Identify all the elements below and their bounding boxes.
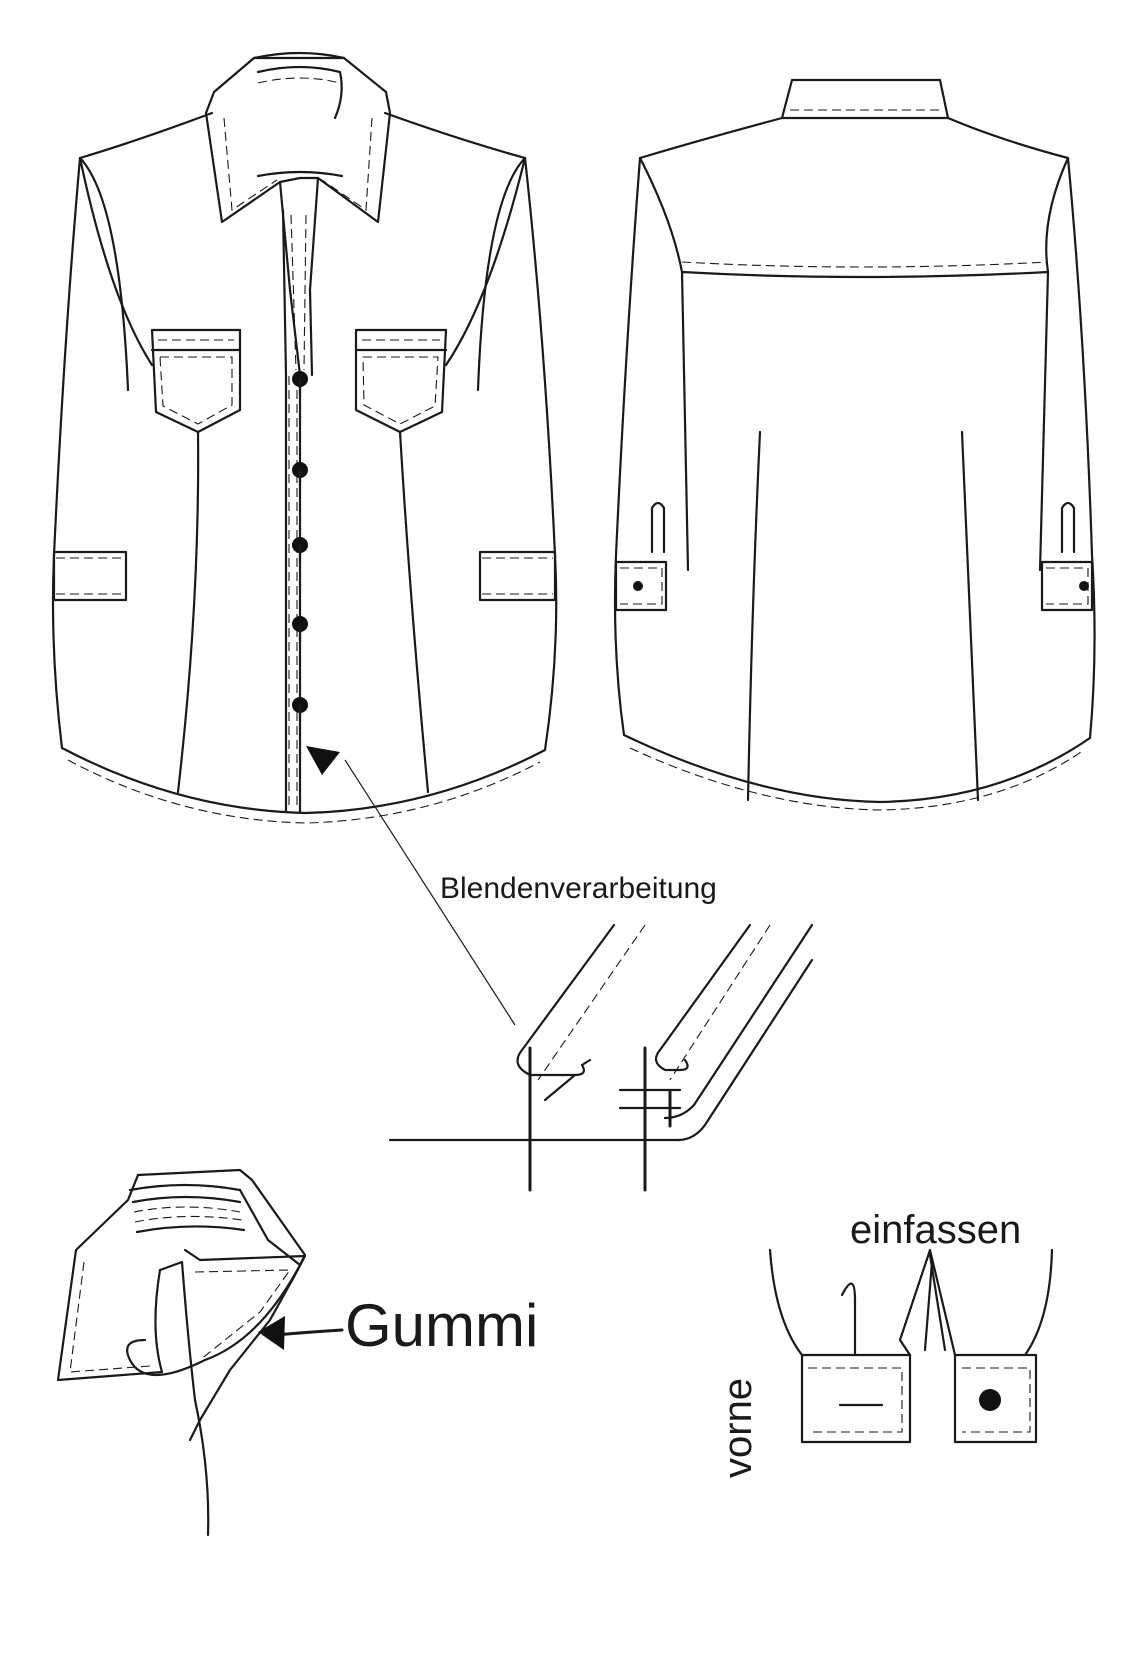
shirt-back-view	[613, 78, 1096, 811]
label-binding: einfassen	[850, 1208, 1022, 1252]
collar-detail-drawing	[56, 1168, 344, 1537]
front-buttons	[292, 371, 308, 723]
front-right-cuff	[478, 550, 557, 602]
front-body-outline	[51, 111, 558, 815]
placket-detail-drawing	[388, 923, 814, 1192]
cuff-left	[800, 1353, 912, 1444]
front-right-pocket	[354, 328, 448, 434]
front-collar	[204, 56, 392, 224]
front-left-pocket	[150, 328, 242, 434]
cuff-detail-drawing	[768, 1248, 1054, 1444]
placket-leader	[306, 746, 516, 1026]
cuff-button	[979, 1389, 1001, 1411]
label-front: vorne	[716, 1377, 760, 1478]
back-body-outline	[613, 116, 1096, 804]
cuff-right	[953, 1353, 1038, 1444]
back-left-cuff	[614, 501, 668, 612]
label-placket-detail: Blendenverarbeitung	[440, 872, 717, 905]
back-right-cuff	[1040, 501, 1094, 612]
back-collar	[780, 78, 950, 120]
front-left-cuff	[52, 550, 128, 602]
label-elastic: Gummi	[345, 1292, 539, 1359]
shirt-front-view	[51, 51, 558, 824]
